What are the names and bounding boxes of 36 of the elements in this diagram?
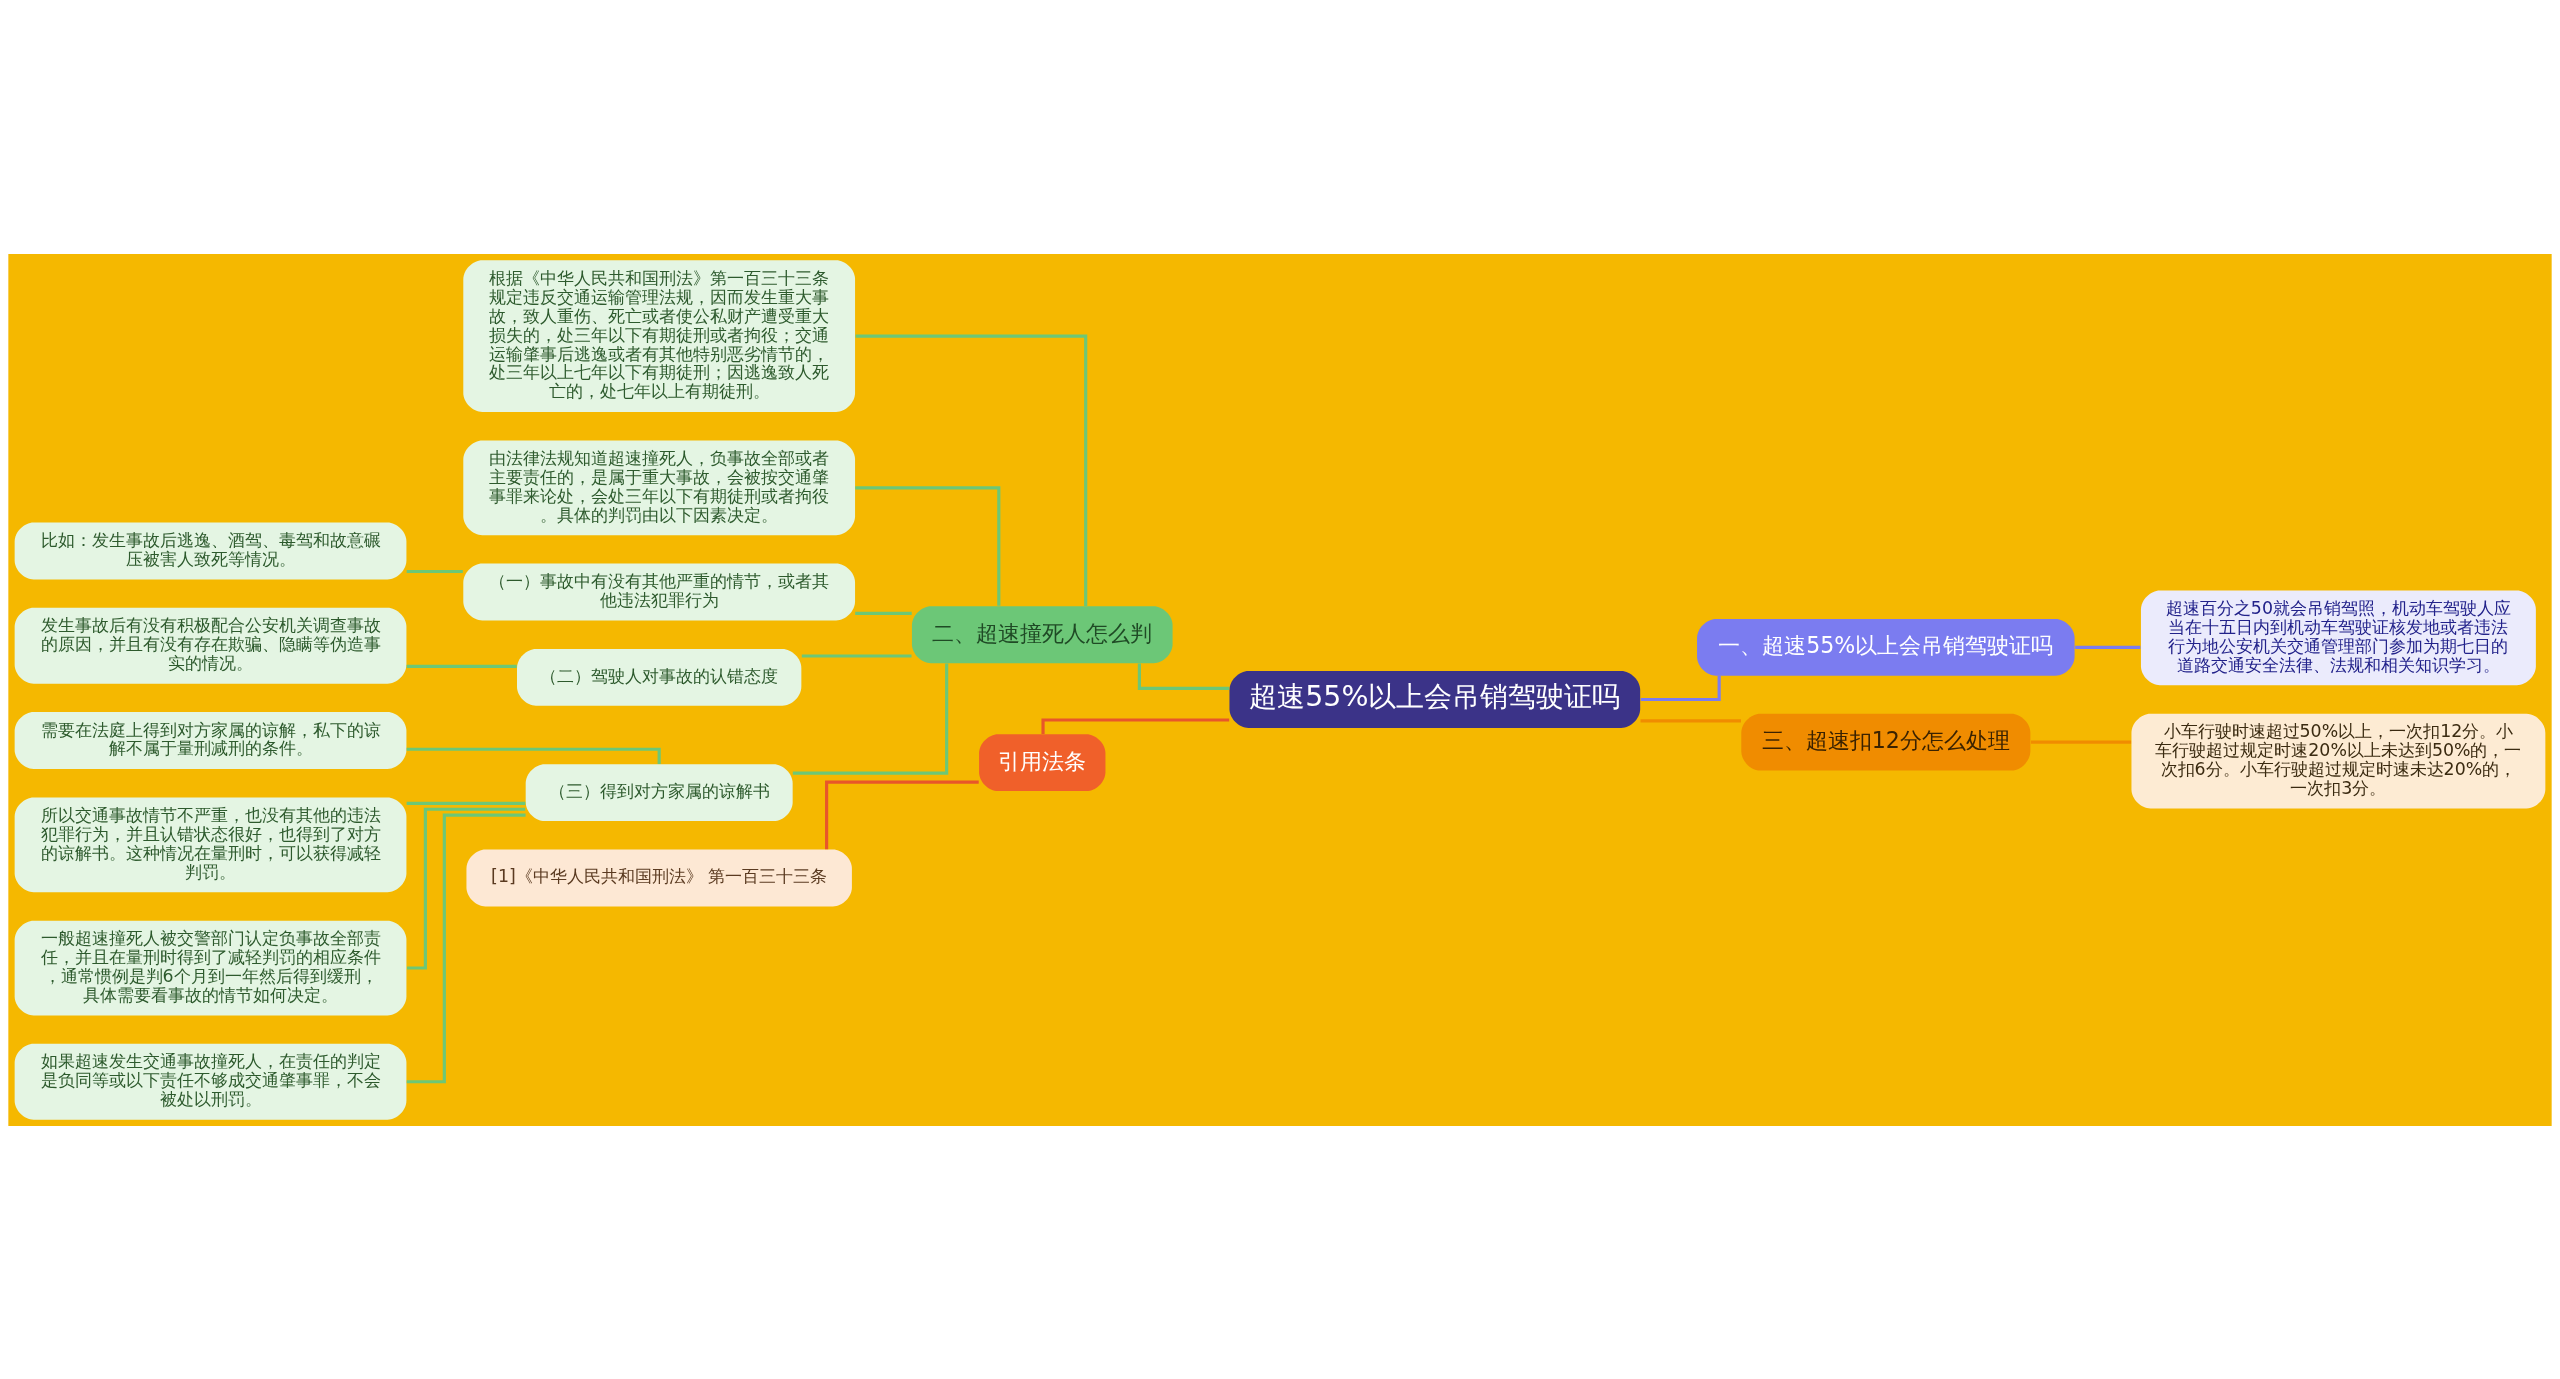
node-box: 如果超速发生交通事故撞死人，在责任的判定是负同等或以下责任不够成交通肇事罪，不会被处以刑罚。 [14,1043,407,1120]
connector [855,485,1001,606]
node-box: 二、超速撞死人怎么判 [911,605,1173,663]
node-box: 发生事故后有没有积极配合公安机关调查事故的原因，并且有没有存在欺骗、隐瞒等伪造事实的情况。 [14,607,407,684]
connector [407,807,526,970]
node-box: 由法律法规知道超速撞死人，负事故全部或者主要责任的，是属于重大事故，会被按交通肇事罪来论处，会处三年以下有期徒刑或者拘役。具体的判罚由以下因素决定。 [463,439,856,535]
node-box: 需要在法庭上得到对方家属的谅解，私下的谅解不属于量刑减刑的条件。 [14,711,407,769]
node-box: 一般超速撞死人被交警部门认定负事故全部责任，并且在量刑时得到了减轻判罚的相应条件，通常惯例是判6个月到一年然后得到缓刑，具体需要看事故的情节如何决定。 [14,920,407,1015]
connector [2075,645,2141,649]
connector [1137,662,1230,690]
node-box: 小车行驶时速超过50%以上，一次扣12分。小车行驶超过规定时速20%以上未达到50%的，一次扣6分。小车行驶超过规定时速未达20%的，一次扣3分。 [2131,713,2546,808]
node-box: 根据《中华人民共和国刑法》第一百三十三条规定违反交通运输管理法规，因而发生重大事故，致人重伤、死亡或者使公私财产遭受重大损失的，处三年以下有期徒刑或者拘役；交通运输肇事后逃逸或者有其他特别恶劣情节的，处三年以上七年以下有期徒刑；因逃逸致人死亡的，处七年以上有期徒刑。 [463,259,856,412]
connector [792,662,949,775]
connector [855,611,912,615]
node-box: 超速55%以上会吊销驾驶证吗 [1229,670,1641,728]
connector [801,653,912,658]
node-box: 所以交通事故情节不严重，也没有其他的违法犯罪行为，并且认错状态很好，也得到了对方的谅解书。这种情况在量刑时，可以获得减轻判罚。 [14,796,407,892]
node-box: 一、超速55%以上会吊销驾驶证吗 [1697,618,2075,676]
node-box: 引用法条 [979,733,1106,791]
node-box: 三、超速扣12分怎么处理 [1741,713,2031,771]
node-box: （一）事故中有没有其他严重的情节，或者其他违法犯罪行为 [463,563,856,620]
connector [2030,740,2132,744]
node-box: （二）驾驶人对事故的认错态度 [517,648,802,706]
connector [1041,717,1230,734]
connector [406,747,661,764]
node-box: 超速百分之50就会吊销驾照，机动车驾驶人应当在十五日内到机动车驾驶证核发地或者违法行为地公安机关交通管理部门参加为期七日的道路交通安全法律、法规和相关知识学习。 [2140,590,2536,685]
connector [406,664,517,668]
node-box: [1]《中华人民共和国刑法》 第一百三十三条 [466,849,852,906]
connector [406,569,463,573]
node-box: （三）得到对方家属的谅解书 [525,763,793,821]
connector [406,801,526,805]
connector [825,780,979,849]
connector [855,334,1088,606]
node-box: 比如：发生事故后逃逸、酒驾、毒驾和故意碾压被害人致死等情况。 [14,522,407,579]
connector [1640,675,1721,701]
connector [1640,718,1741,722]
